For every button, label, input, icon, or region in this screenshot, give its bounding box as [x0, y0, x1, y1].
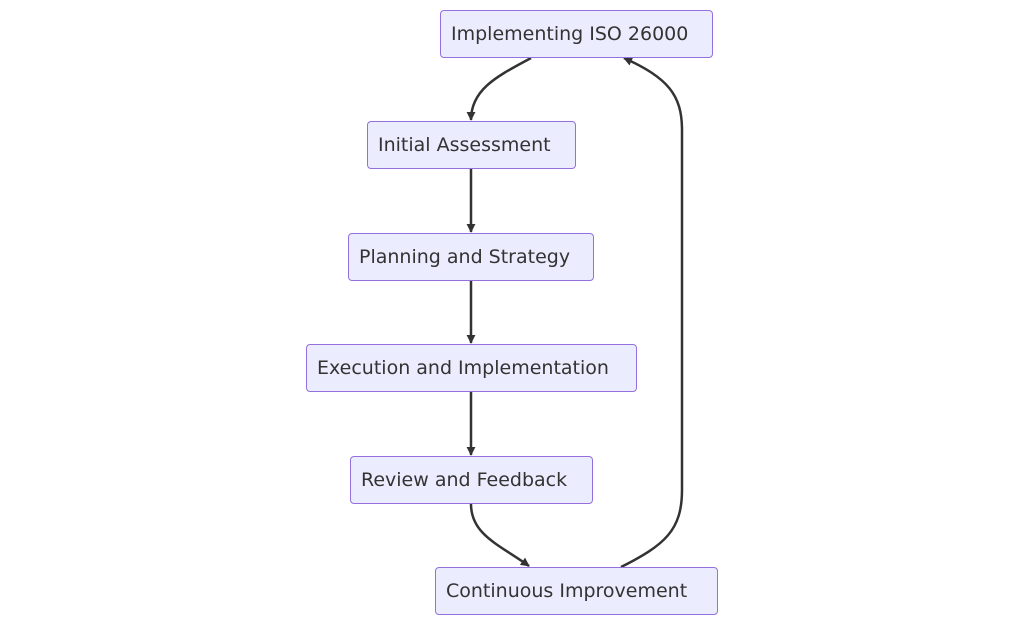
node-initial-assessment: Initial Assessment [367, 121, 576, 169]
node-continuous-improvement: Continuous Improvement [435, 567, 718, 615]
node-planning-and-strategy: Planning and Strategy [348, 233, 594, 281]
node-execution-and-implementation: Execution and Implementation [306, 344, 637, 392]
node-review-and-feedback: Review and Feedback [350, 456, 593, 504]
edge-improve-to-start [620, 56, 684, 569]
edge-review-to-improve [469, 503, 530, 568]
edge-start-to-assess [466, 56, 532, 121]
node-implementing-iso-26000: Implementing ISO 26000 [440, 10, 713, 58]
